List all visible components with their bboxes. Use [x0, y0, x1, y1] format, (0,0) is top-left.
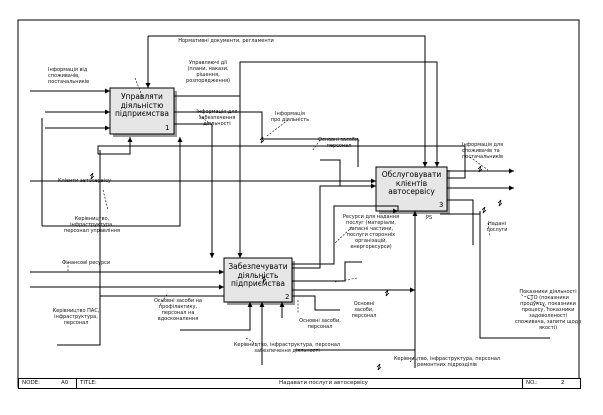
box-3-number: 3 — [439, 201, 444, 209]
label-sto-indicators: Показники діяльності СТО (показники прод… — [514, 289, 582, 331]
box-2-number: 2 — [285, 293, 290, 301]
footer-node-value: A0 — [61, 380, 69, 386]
leader-lines — [67, 77, 549, 363]
label-financial-resources: Фінансові ресурси — [62, 260, 111, 266]
box-1-title: Управляти діяльністю підприємства — [115, 92, 169, 118]
arrow-service-resources — [292, 205, 399, 265]
arrow-management-staff — [42, 137, 183, 227]
label-fixed-assets-personnel-top: Основні засоби, персонал — [318, 137, 360, 149]
footer-divider-2 — [522, 379, 523, 388]
footer-divider-1 — [76, 379, 77, 388]
arrow-control-impacts — [174, 61, 440, 167]
label-info-for-consumers: Інформація для споживачів та постачальни… — [462, 142, 504, 160]
footer-number-label: NO.: — [526, 380, 538, 386]
footer-title-label: TITLE: — [80, 380, 97, 386]
box-3-title: Обслуговувати клієнтів автосервісу — [381, 170, 442, 196]
label-fixed-assets-personnel-mid: Основні засоби, персонал — [351, 301, 377, 319]
label-repair-staff: Керівництво, інфраструктура, персонал ре… — [393, 356, 501, 368]
label-info-about-activity: Інформація про діяльність — [270, 111, 310, 123]
label-service-resources: Ресурси для надання послуг (матеріали, з… — [342, 214, 400, 250]
label-support-staff: Керівництво, інфраструктура, персонал за… — [233, 342, 341, 354]
arrows — [30, 35, 550, 368]
label-normative-docs: Нормативні документи, регламенти — [178, 38, 274, 44]
label-services-provided: Надані послуги — [486, 221, 508, 233]
arrow-fixed-assets-enterprise — [180, 302, 253, 331]
box-3[interactable] — [375, 166, 448, 212]
label-pas-management: Керівництво ПАС, інфраструктура, персона… — [52, 308, 100, 326]
arrow-fixed-assets-top — [292, 183, 376, 269]
footer-number-value: 2 — [561, 380, 565, 386]
label-management-staff: Керівництво, інфраструктура, персонал уп… — [64, 216, 120, 234]
status-tag: PS — [426, 215, 433, 221]
label-fixed-assets-at-enterprise: Основні засоби на профілактику, персонал… — [154, 298, 202, 322]
squiggles — [89, 136, 503, 371]
label-info-from-clients: Інформація від споживачів, постачальникі… — [48, 67, 90, 85]
label-clients: Клієнти автосервісу — [58, 178, 111, 184]
label-fixed-assets-personnel-low: Основні засоби, персонал — [299, 318, 341, 330]
box-2[interactable] — [223, 257, 293, 303]
box-2-title: Забезпечувати діяльність підприємства — [228, 262, 288, 288]
label-control-impacts: Управляючі дії (плани, накази, рішення, … — [186, 60, 230, 84]
label-info-for-support: Інформація для забезпечення діяльності — [196, 109, 238, 127]
footer-node-label: NODE: — [22, 380, 41, 386]
diagram-footer: NODE: A0 TITLE: Надавати послуги автосер… — [18, 378, 581, 389]
arrow-info-for-support — [174, 123, 215, 258]
box-1-number: 1 — [165, 124, 170, 132]
footer-title-value: Надавати послуги автосервісу — [279, 380, 368, 386]
arrow-sto-indicators — [479, 211, 550, 339]
